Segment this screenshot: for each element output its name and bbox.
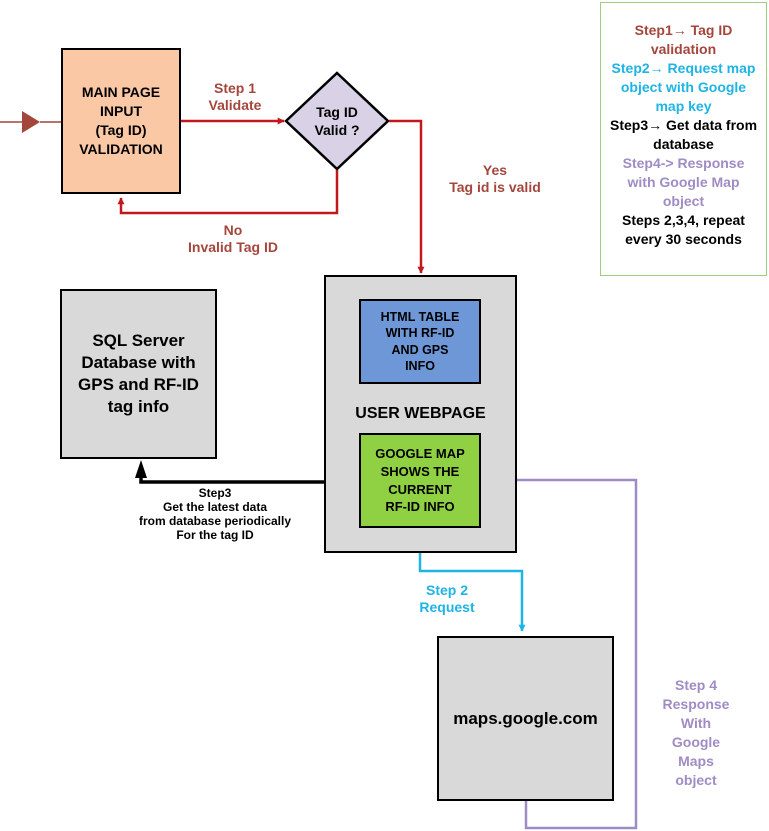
html-table-line-1: HTML TABLE — [380, 310, 460, 324]
no-arrow — [117, 170, 339, 215]
step4-label-line-6: object — [675, 772, 717, 789]
yes-arrow — [389, 119, 425, 274]
step3-arrowhead-up — [135, 460, 147, 478]
html-table-line-4: INFO — [405, 358, 435, 373]
google-map-line-1: GOOGLE MAP — [375, 446, 465, 462]
no-label-line-2: Invalid Tag ID — [188, 238, 278, 255]
legend-step1: Step1→ Tag ID validation — [634, 22, 733, 58]
main-page-line-4: VALIDATION — [79, 140, 163, 157]
step2-label: Step 2 Request — [405, 582, 489, 615]
step2-label-line-2: Request — [419, 598, 475, 615]
html-table-line-2: WITH RF-ID — [385, 326, 455, 341]
step4-label-line-5: Maps — [678, 753, 714, 770]
decision-text: Tag ID Valid ? — [294, 96, 380, 146]
legend-step4: Step4-> Response with Google Map object — [622, 155, 745, 210]
maps-google-label: maps.google.com — [453, 708, 598, 728]
google-map-box: GOOGLE MAP SHOWS THE CURRENT RF-ID INFO — [359, 433, 481, 528]
steps-legend-box: Step1→ Tag ID validation Step2→ Request … — [600, 2, 767, 276]
no-label: No Invalid Tag ID — [165, 222, 301, 255]
html-table-line-3: AND GPS — [391, 342, 449, 357]
step3-label-line-1: Step3 — [198, 486, 232, 500]
legend-step3: Step3→ Get data from database — [609, 117, 758, 153]
yes-label-line-1: Yes — [482, 162, 508, 178]
google-map-line-2: SHOWS THE — [380, 463, 460, 479]
step3-label-line-4: For the tag ID — [176, 528, 254, 543]
decision-diamond-shape — [284, 71, 390, 171]
legend-repeat-note: Steps 2,3,4, repeat every 30 seconds — [622, 212, 745, 248]
google-map-line-3: CURRENT — [388, 481, 452, 497]
step4-label: Step 4 Response With Google Maps object — [648, 676, 744, 790]
main-page-input-box: MAIN PAGE INPUT (Tag ID) VALIDATION — [61, 48, 181, 194]
step4-arrow — [483, 476, 638, 830]
user-webpage-label: USER WEBPAGE — [355, 405, 486, 422]
sql-line-4: tag info — [107, 397, 170, 417]
step4-label-line-3: With — [680, 715, 712, 732]
main-page-line-2: INPUT — [100, 103, 142, 120]
google-map-line-4: RF-ID INFO — [385, 499, 455, 515]
html-table-box: HTML TABLE WITH RF-ID AND GPS INFO — [359, 299, 481, 384]
step3-label-line-2: Get the latest data — [162, 500, 268, 515]
step1-label: Step 1 Validate — [190, 80, 280, 113]
step4-label-line-4: Google — [671, 734, 721, 751]
main-page-line-1: MAIN PAGE — [81, 84, 161, 101]
maps-google-box: maps.google.com — [437, 636, 614, 801]
step4-label-line-1: Step 4 — [674, 677, 717, 693]
step4-label-line-2: Response — [662, 696, 730, 713]
main-page-line-3: (Tag ID) — [95, 122, 147, 138]
no-label-line-1: No — [223, 222, 243, 238]
step1-label-line-2: Validate — [208, 96, 262, 113]
step1-label-line-1: Step 1 — [213, 80, 256, 96]
input-triangle-icon — [22, 111, 40, 133]
sql-line-2: Database with — [81, 352, 196, 372]
sql-line-3: GPS and RF-ID — [78, 375, 199, 394]
step3-label: Step3 Get the latest data from database … — [125, 486, 305, 543]
legend-step2: Step2→ Request map object with Google ma… — [611, 60, 756, 115]
yes-label-line-2: Tag id is valid — [449, 178, 541, 195]
step2-label-line-1: Step 2 — [425, 582, 468, 598]
yes-label: Yes Tag id is valid — [430, 162, 560, 195]
decision-line-1: Tag ID — [316, 103, 358, 120]
decision-line-2: Valid ? — [314, 122, 360, 138]
step3-label-line-3: from database periodically — [138, 514, 292, 529]
sql-server-database-box: SQL Server Database with GPS and RF-ID t… — [60, 289, 217, 459]
sql-line-1: SQL Server — [92, 330, 185, 350]
